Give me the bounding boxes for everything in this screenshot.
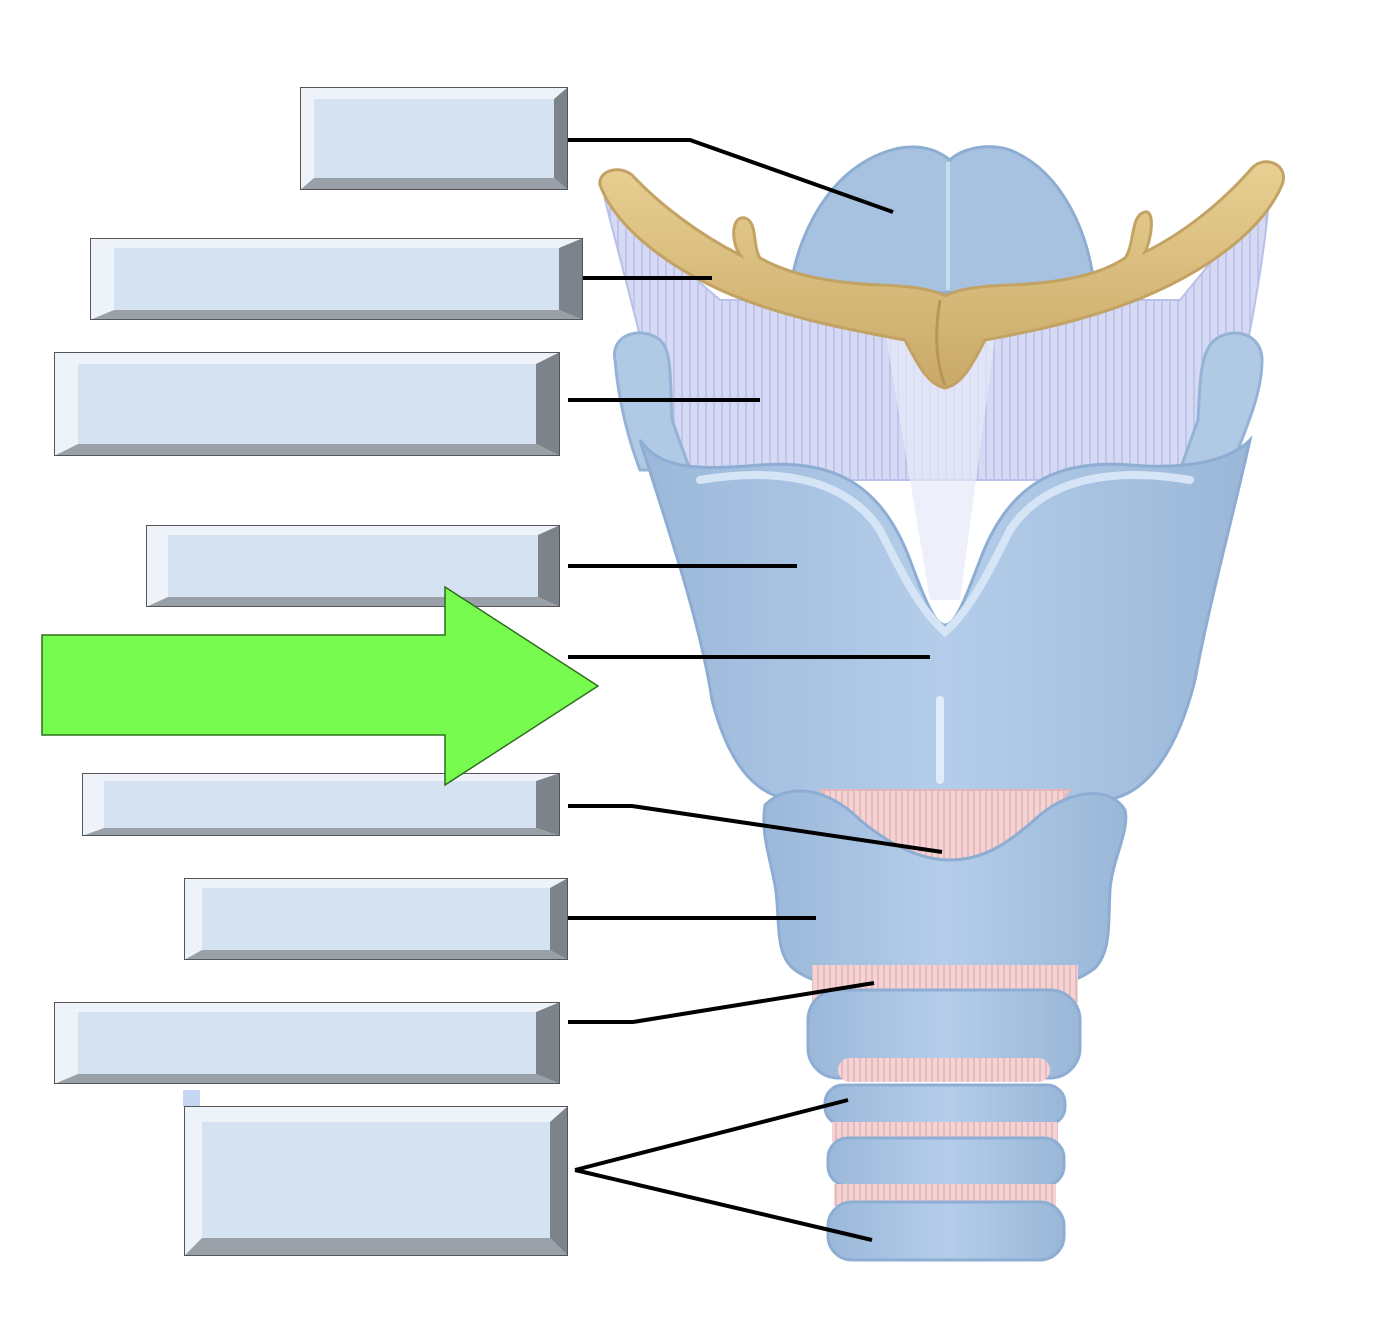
label-text-7 <box>78 1002 536 1084</box>
tracheal-ring-2 <box>823 1083 1067 1127</box>
epiglottis <box>788 145 1097 297</box>
tracheal-ring-3 <box>826 1136 1066 1188</box>
hyoid-bone <box>598 160 1285 390</box>
label-text-1 <box>324 87 544 190</box>
small-marker <box>183 1090 200 1107</box>
leader-line-1 <box>568 138 894 214</box>
superior-horn-right <box>1177 331 1264 472</box>
leader-line-6 <box>568 804 943 854</box>
tracheal-ring-4 <box>826 1200 1066 1262</box>
label-box-5[interactable] <box>82 773 560 836</box>
label-box-8[interactable] <box>184 1106 568 1256</box>
label-text-5 <box>106 773 536 836</box>
label-text-3 <box>78 352 536 456</box>
leader-line-9a <box>574 1098 849 1172</box>
annular-ligament-1 <box>838 1058 1050 1082</box>
leader-line-9b <box>574 1168 873 1242</box>
label-text-4 <box>170 525 536 607</box>
leader-lines <box>568 138 943 1242</box>
label-box-2[interactable] <box>90 238 583 320</box>
label-box-7[interactable] <box>54 1002 560 1084</box>
leader-line-8 <box>568 981 875 1024</box>
label-text-2 <box>114 238 559 320</box>
label-box-4[interactable] <box>146 525 560 607</box>
label-box-1[interactable] <box>300 87 568 190</box>
label-text-8 <box>208 1106 544 1256</box>
label-text-6 <box>208 878 544 960</box>
label-box-6[interactable] <box>184 878 568 960</box>
label-box-3[interactable] <box>54 352 560 456</box>
thyroid-cartilage <box>638 435 1253 802</box>
